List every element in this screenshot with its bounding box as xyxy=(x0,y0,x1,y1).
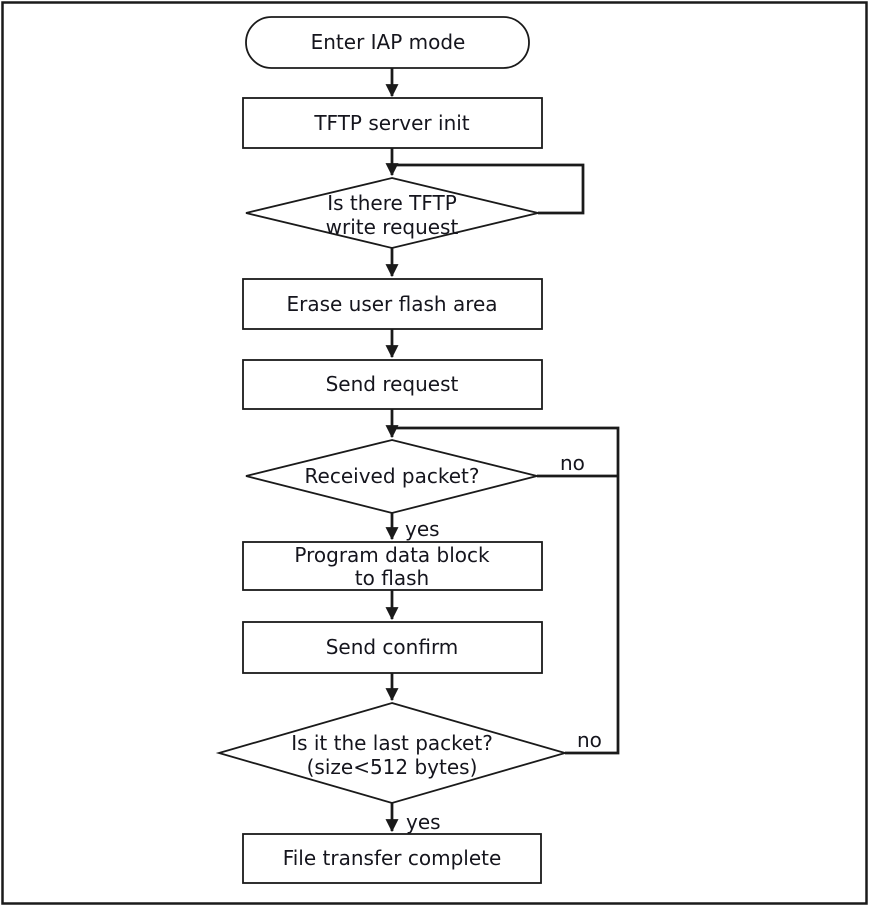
tftp-server-init-box xyxy=(242,97,543,149)
connectors xyxy=(385,68,620,833)
erase-flash-label: Erase user flash area xyxy=(286,292,497,316)
program-flash-box xyxy=(242,541,543,591)
node-program-flash: Program data block to flash xyxy=(242,541,543,591)
last-packet-label-line1: Is it the last packet? xyxy=(291,731,493,755)
program-flash-label-line2: to flash xyxy=(355,566,429,590)
node-erase-flash: Erase user flash area xyxy=(242,278,543,330)
last-packet-no-label: no xyxy=(577,728,602,752)
node-start-terminator: Enter IAP mode xyxy=(245,16,530,69)
received-packet-label: Received packet? xyxy=(305,464,480,488)
loop-last-packet-no xyxy=(393,426,620,755)
node-write-request-decision: Is there TFTP write request xyxy=(245,177,539,249)
start-terminator-label: Enter IAP mode xyxy=(311,30,466,54)
received-packet-no-label: no xyxy=(560,451,585,475)
last-packet-label-line2: (size<512 bytes) xyxy=(307,755,478,779)
write-request-label-line2: write request xyxy=(326,215,459,239)
erase-flash-box xyxy=(242,278,543,330)
send-confirm-label: Send confirm xyxy=(326,635,459,659)
node-file-transfer-complete: File transfer complete xyxy=(242,833,542,884)
loop-write-request-wait xyxy=(393,163,585,215)
last-packet-diamond xyxy=(215,702,569,804)
tftp-server-init-label: TFTP server init xyxy=(313,111,469,135)
write-request-label-line1: Is there TFTP xyxy=(327,191,457,215)
received-packet-yes-label: yes xyxy=(405,517,440,541)
send-request-box xyxy=(242,359,543,410)
start-terminator-shape xyxy=(245,16,530,69)
node-received-packet-decision: Received packet? xyxy=(245,439,538,514)
send-request-label: Send request xyxy=(326,372,459,396)
received-packet-diamond xyxy=(245,439,538,514)
node-last-packet-decision: Is it the last packet? (size<512 bytes) xyxy=(215,702,569,804)
file-transfer-complete-box xyxy=(242,833,542,884)
send-confirm-box xyxy=(242,621,543,674)
program-flash-label-line1: Program data block xyxy=(294,543,490,567)
last-packet-yes-label: yes xyxy=(406,810,441,834)
write-request-diamond xyxy=(245,177,539,249)
node-tftp-server-init: TFTP server init xyxy=(242,97,543,149)
node-send-request: Send request xyxy=(242,359,543,410)
node-send-confirm: Send confirm xyxy=(242,621,543,674)
file-transfer-complete-label: File transfer complete xyxy=(283,846,502,870)
